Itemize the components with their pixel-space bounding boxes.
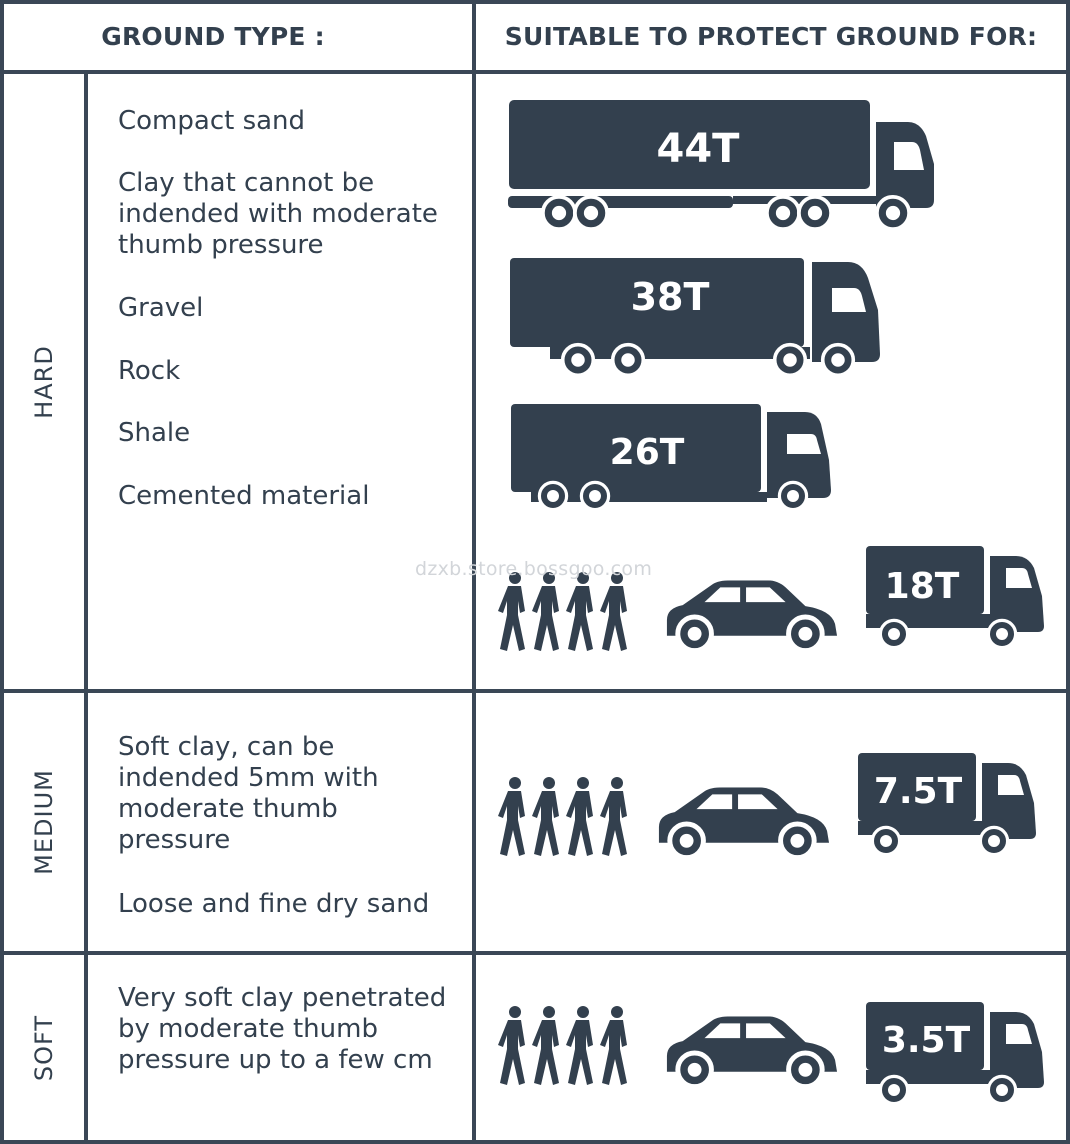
ground-item: Compact sand bbox=[118, 106, 306, 136]
car-icon bbox=[661, 1016, 839, 1088]
load-label: 3.5T bbox=[882, 1020, 971, 1061]
car-icon bbox=[653, 787, 831, 859]
category-column-divider bbox=[84, 70, 88, 1144]
watermark: dzxb.store.bossgoo.com bbox=[415, 558, 653, 580]
truck-icon: 18T bbox=[866, 546, 1046, 650]
truck-icon: 38T bbox=[510, 258, 882, 378]
load-label: 44T bbox=[657, 126, 741, 172]
ground-item: Very soft clay penetrated by moderate th… bbox=[118, 983, 447, 1075]
load-label: 7.5T bbox=[874, 771, 963, 812]
ground-item: Rock bbox=[118, 356, 181, 386]
ground-item: Loose and fine dry sand bbox=[118, 889, 430, 919]
pedestrians-icon bbox=[498, 776, 638, 860]
table-border-top bbox=[0, 0, 1070, 4]
truck-icon: 44T bbox=[508, 100, 938, 232]
pedestrians-icon bbox=[498, 571, 638, 655]
column-divider bbox=[472, 0, 476, 1144]
category-medium: MEDIUM bbox=[30, 769, 59, 875]
category-soft: SOFT bbox=[29, 1014, 58, 1081]
ground-item: Cemented material bbox=[118, 481, 370, 511]
truck-icon: 3.5T bbox=[866, 1002, 1046, 1108]
table-border-right bbox=[1066, 0, 1070, 1144]
category-hard: HARD bbox=[30, 344, 58, 419]
load-label: 38T bbox=[631, 275, 710, 319]
row-divider-medium bbox=[0, 951, 1070, 955]
ground-item: Clay that cannot be indended with modera… bbox=[118, 168, 438, 260]
table-border-left bbox=[0, 0, 4, 1144]
row-divider-hard bbox=[0, 689, 1070, 693]
ground-item: Gravel bbox=[118, 293, 204, 323]
load-label: 26T bbox=[610, 432, 685, 473]
table-border-bottom bbox=[0, 1140, 1070, 1144]
ground-item: Shale bbox=[118, 418, 191, 448]
header-divider bbox=[0, 70, 1070, 74]
header-suitable-for: SUITABLE TO PROTECT GROUND FOR: bbox=[504, 21, 1038, 51]
ground-item: Soft clay, can be indended 5mm with mode… bbox=[118, 732, 379, 855]
pedestrians-icon bbox=[498, 1005, 638, 1089]
car-icon bbox=[661, 580, 839, 652]
load-label: 18T bbox=[885, 566, 960, 607]
header-ground-type: GROUND TYPE : bbox=[101, 21, 325, 51]
truck-icon: 26T bbox=[511, 404, 833, 514]
truck-icon: 7.5T bbox=[858, 753, 1038, 859]
